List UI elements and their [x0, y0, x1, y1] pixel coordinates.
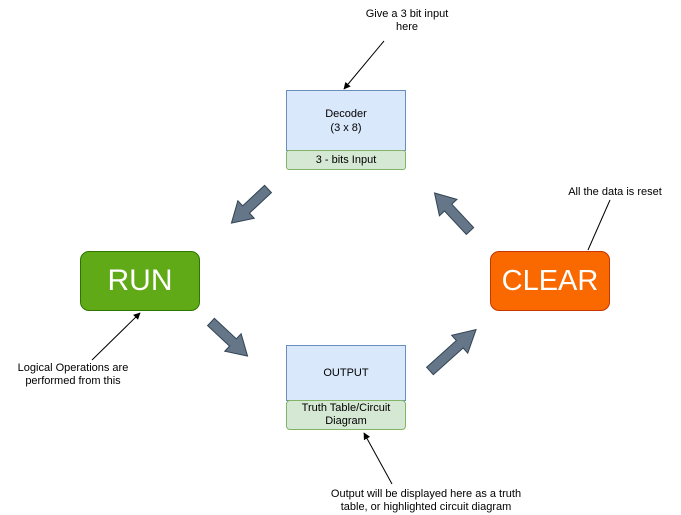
flow-arrow-decoder-to-run: [230, 184, 273, 224]
pointer-clear-note: [587, 199, 611, 251]
run-button[interactable]: RUN: [80, 251, 200, 311]
decoder-block: Decoder (3 x 8): [286, 90, 406, 151]
output-note: Output will be displayed here as a truth…: [330, 488, 522, 513]
run-note: Logical Operations are performed from th…: [17, 362, 129, 387]
flow-arrow-run-to-output: [206, 317, 249, 357]
flow-arrow-clear-to-decoder: [433, 192, 475, 236]
output-title: OUTPUT: [323, 367, 369, 379]
decoder-title: Decoder: [325, 107, 367, 120]
decoder-subtitle: (3 x 8): [330, 121, 362, 134]
clear-button[interactable]: CLEAR: [490, 251, 610, 311]
decoder-note: Give a 3 bit input here: [365, 8, 449, 33]
decoder-input-label: 3 - bits Input: [286, 150, 406, 170]
pointer-run-note: [91, 312, 141, 361]
flow-arrow-output-to-clear: [425, 328, 477, 376]
output-type-label: Truth Table/Circuit Diagram: [286, 400, 406, 430]
pointer-output-note: [363, 432, 393, 485]
output-block: OUTPUT: [286, 345, 406, 401]
clear-note: All the data is reset: [568, 186, 662, 198]
pointer-decoder-note: [343, 40, 385, 90]
